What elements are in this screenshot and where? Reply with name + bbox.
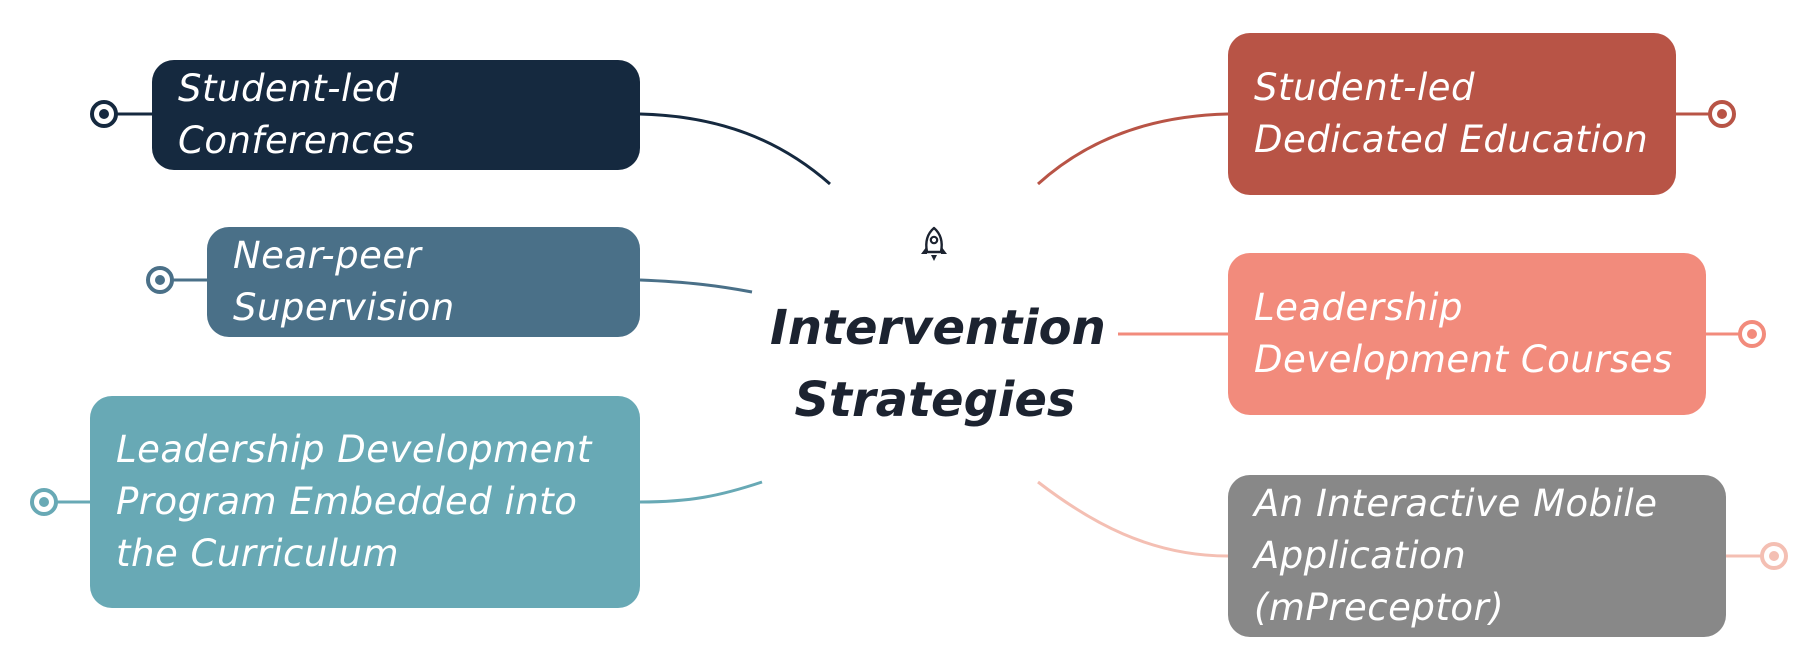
branch-label: Student-led Conferences: [178, 67, 416, 162]
connector-student-led-conferences: [639, 112, 831, 186]
connector-dedicated-education: [1036, 112, 1229, 186]
branch-student-led-conferences[interactable]: Student-led Conferences: [152, 60, 640, 170]
connector-leadership-program: [639, 480, 763, 504]
branch-label: Leadership Development Program Embedded …: [116, 428, 592, 575]
branch-label: Leadership Development Courses: [1254, 286, 1673, 381]
rocket-icon: [921, 226, 947, 261]
branch-near-peer-supervision[interactable]: Near-peer Supervision: [207, 227, 640, 337]
branch-label: Near-peer Supervision: [233, 234, 455, 329]
branch-student-led-dedicated-education[interactable]: Student-led Dedicated Education: [1228, 33, 1676, 195]
connector-mobile-application: [1037, 480, 1229, 558]
branch-interactive-mobile-application[interactable]: An Interactive Mobile Application (mPrec…: [1228, 475, 1726, 637]
branch-leadership-development-program[interactable]: Leadership Development Program Embedded …: [90, 396, 640, 608]
branch-leadership-development-courses[interactable]: Leadership Development Courses: [1228, 253, 1706, 415]
center-topic-title: Intervention Strategies: [770, 300, 1106, 428]
branch-label: An Interactive Mobile Application (mPrec…: [1254, 482, 1658, 629]
branch-label: Student-led Dedicated Education: [1254, 66, 1649, 161]
connector-near-peer-supervision: [639, 278, 753, 294]
